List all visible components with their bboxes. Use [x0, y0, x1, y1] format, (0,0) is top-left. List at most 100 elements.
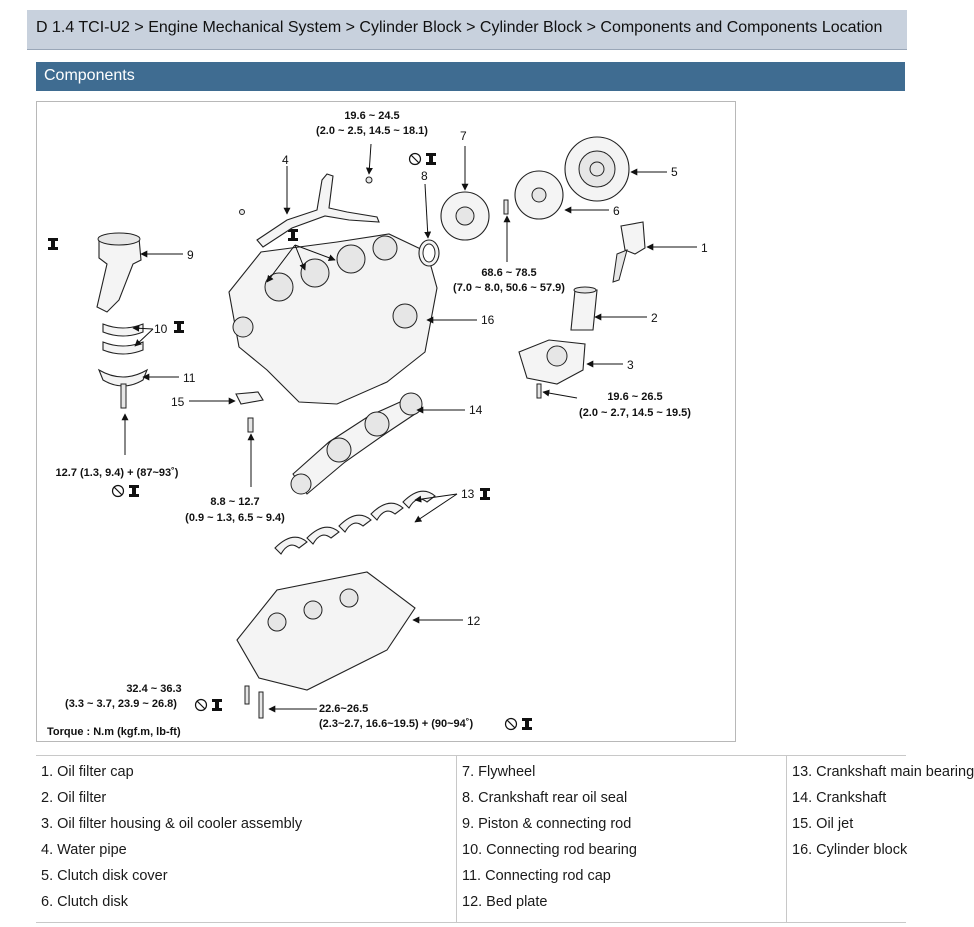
bed-plate-journal — [303, 600, 323, 620]
torque-label-flywheel-alt: (7.0 ~ 8.0, 50.6 ~ 57.9) — [453, 282, 565, 294]
cylinder-bore — [336, 244, 366, 274]
legend-item: 11. Connecting rod cap — [462, 868, 611, 884]
torque-label-bed-plate-small-alt: (3.3 ~ 3.7, 23.9 ~ 26.8) — [65, 698, 177, 710]
callout-9: 9 — [187, 248, 194, 262]
bolt — [365, 176, 373, 184]
bolt — [239, 209, 245, 215]
no-reuse-icon — [194, 698, 208, 712]
sealant-icon — [288, 229, 298, 241]
bed-plate-journal — [267, 612, 287, 632]
sealant-icon — [174, 321, 184, 333]
legend-item: 7. Flywheel — [462, 764, 536, 780]
oil-jet — [235, 391, 264, 405]
legend-item: 14. Crankshaft — [792, 790, 887, 806]
block-boss — [232, 316, 254, 338]
torque-label-water-pipe-alt: (2.0 ~ 2.5, 14.5 ~ 18.1) — [316, 125, 428, 137]
cylinder-bore — [300, 258, 330, 288]
torque-label-oil-filter-housing: 19.6 ~ 26.5 — [607, 391, 662, 403]
legend-item: 8. Crankshaft rear oil seal — [462, 790, 628, 806]
callout-12: 12 — [467, 614, 481, 628]
bed-plate-bolt — [244, 685, 250, 705]
callout-4: 4 — [282, 153, 289, 167]
components-diagram: 19.6 ~ 24.5 (2.0 ~ 2.5, 14.5 ~ 18.1) 68.… — [36, 101, 736, 742]
callout-6: 6 — [613, 204, 620, 218]
torque-label-bed-plate-main-alt: (2.3~2.7, 16.6~19.5) + (90~94˚) — [319, 718, 473, 730]
legend-column-1: 1. Oil filter cap 2. Oil filter 3. Oil f… — [36, 756, 456, 922]
legend-item: 15. Oil jet — [792, 816, 854, 832]
exploded-view-drawing: 19.6 ~ 24.5 (2.0 ~ 2.5, 14.5 ~ 18.1) 68.… — [47, 110, 708, 738]
parts-legend: 1. Oil filter cap 2. Oil filter 3. Oil f… — [36, 755, 974, 923]
legend-item: 9. Piston & connecting rod — [462, 816, 632, 832]
no-reuse-icon — [408, 152, 422, 166]
main-bearing — [306, 526, 340, 545]
crank-web — [326, 437, 352, 463]
crank-nose — [290, 473, 312, 495]
piston-crown — [97, 232, 141, 246]
callout-7: 7 — [460, 129, 467, 143]
sealant-icon — [212, 699, 222, 711]
main-bearing — [338, 514, 372, 533]
breadcrumb: D 1.4 TCI-U2 > Engine Mechanical System … — [27, 10, 907, 50]
crank-web — [364, 411, 390, 437]
torque-unit-note: Torque : N.m (kgf.m, lb-ft) — [47, 726, 181, 738]
legend-item: 1. Oil filter cap — [41, 764, 134, 780]
torque-label-flywheel: 68.6 ~ 78.5 — [481, 267, 536, 279]
callout-10: 10 — [154, 322, 168, 336]
legend-item: 13. Crankshaft main bearing — [792, 764, 974, 780]
callout-11: 11 — [183, 371, 196, 385]
callout-1: 1 — [701, 241, 708, 255]
callout-14: 14 — [469, 403, 483, 417]
legend-item: 4. Water pipe — [41, 842, 127, 858]
oil-jet-bolt — [247, 417, 254, 433]
main-bearing — [402, 490, 436, 509]
section-title: Components — [36, 62, 905, 91]
sealant-icon — [480, 488, 490, 500]
rod-bearing-lower — [102, 341, 144, 355]
block-boss — [392, 303, 418, 329]
crankshaft — [292, 397, 422, 495]
no-reuse-icon — [111, 484, 125, 498]
oil-filter-cap — [620, 221, 646, 255]
callout-3: 3 — [627, 358, 634, 372]
callout-15: 15 — [171, 395, 185, 409]
housing-bolt — [536, 383, 542, 399]
callout-13: 13 — [461, 487, 475, 501]
legend-column-2: 7. Flywheel 8. Crankshaft rear oil seal … — [456, 756, 786, 922]
torque-label-oil-jet-alt: (0.9 ~ 1.3, 6.5 ~ 9.4) — [185, 512, 285, 524]
callout-8: 8 — [421, 169, 428, 183]
torque-label-oil-filter-housing-alt: (2.0 ~ 2.7, 14.5 ~ 19.5) — [579, 407, 691, 419]
legend-item: 16. Cylinder block — [792, 842, 908, 858]
water-pipe — [256, 173, 380, 248]
callout-2: 2 — [651, 311, 658, 325]
legend-item: 10. Connecting rod bearing — [462, 842, 637, 858]
bed-plate-bolt — [258, 691, 264, 719]
torque-label-bed-plate-small: 32.4 ~ 36.3 — [126, 683, 181, 695]
rod-cap-bolt — [120, 383, 127, 409]
callout-16: 16 — [481, 313, 495, 327]
crank-web — [399, 392, 423, 416]
torque-label-rod-cap: 12.7 (1.3, 9.4) + (87~93˚) — [56, 467, 179, 479]
torque-label-water-pipe: 19.6 ~ 24.5 — [344, 110, 399, 122]
flywheel-hub — [455, 206, 475, 226]
legend-item: 6. Clutch disk — [41, 894, 129, 910]
cylinder-bore — [264, 272, 294, 302]
callout-5: 5 — [671, 165, 678, 179]
flywheel-bolt — [503, 199, 509, 215]
cylinder-bore — [372, 235, 398, 261]
clutch-disk-hub — [531, 187, 547, 203]
legend-item: 2. Oil filter — [41, 790, 107, 806]
oil-filter — [570, 289, 598, 331]
sealant-icon — [426, 153, 436, 165]
oil-filter-cap-stem — [612, 249, 628, 283]
piston-connecting-rod — [96, 237, 142, 313]
rod-bearing-upper — [102, 323, 144, 337]
bed-plate-journal — [339, 588, 359, 608]
sealant-icon — [129, 485, 139, 497]
bed-plate — [236, 571, 416, 691]
main-bearing — [274, 536, 308, 555]
sealant-icon — [522, 718, 532, 730]
torque-label-oil-jet: 8.8 ~ 12.7 — [210, 496, 259, 508]
legend-column-3: 13. Crankshaft main bearing 14. Cranksha… — [786, 756, 974, 922]
main-bearing — [370, 502, 404, 521]
sealant-icon — [48, 238, 58, 250]
